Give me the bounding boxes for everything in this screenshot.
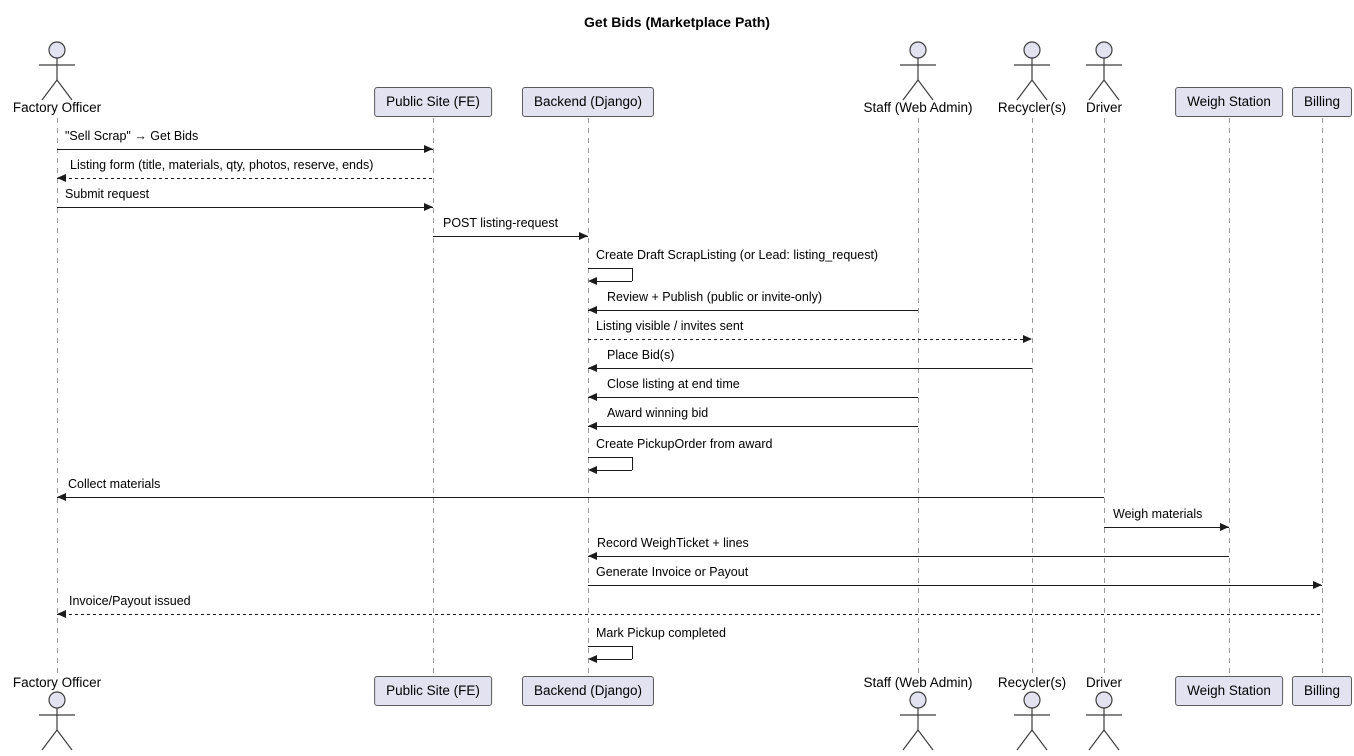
actor-staff-top-icon (892, 40, 944, 102)
message-4-arrow-head-icon (579, 232, 588, 240)
message-15-line (588, 585, 1322, 586)
message-8-label: Place Bid(s) (607, 348, 675, 362)
message-5-label: Create Draft ScrapListing (or Lead: list… (596, 248, 879, 262)
lifeline-weigh-station (1229, 118, 1230, 676)
message-14-arrow-head-icon (588, 552, 597, 560)
message-2-label: Listing form (title, materials, qty, pho… (70, 158, 374, 172)
message-7-label: Listing visible / invites sent (596, 319, 744, 333)
message-5-line (588, 268, 632, 269)
message-3-line (57, 207, 433, 208)
diagram-title: Get Bids (Marketplace Path) (584, 14, 770, 30)
message-6-label: Review + Publish (public or invite-only) (607, 290, 823, 304)
message-7-arrow-head-icon (1023, 335, 1032, 343)
actor-factory-officer-top-label: Factory Officer (12, 100, 102, 115)
message-9-label: Close listing at end time (607, 377, 740, 391)
message-10-label: Award winning bid (607, 406, 709, 420)
message-17-label: Mark Pickup completed (596, 626, 726, 640)
message-4-line (433, 236, 588, 237)
message-5-arrow-head-icon (588, 277, 597, 285)
message-8-line (588, 368, 1032, 369)
message-5-line (597, 281, 632, 282)
message-11-line (597, 470, 632, 471)
message-1-arrow-head-icon (424, 145, 433, 153)
message-11-label: Create PickupOrder from award (596, 437, 773, 451)
participant-billing-bottom: Billing (1291, 676, 1353, 706)
actor-driver-top-icon (1078, 40, 1130, 102)
message-12-arrow-head-icon (57, 493, 66, 501)
message-10-line (588, 426, 918, 427)
actor-driver-bottom-label: Driver (1086, 675, 1122, 690)
message-5-line (632, 268, 633, 281)
message-10-arrow-head-icon (588, 422, 597, 430)
actor-driver-top-label: Driver (1086, 100, 1122, 115)
message-2-line (57, 178, 433, 179)
participant-weigh-station-bottom: Weigh Station (1175, 676, 1283, 706)
participant-public-site-top: Public Site (FE) (374, 87, 492, 117)
actor-factory-officer-top-icon (31, 40, 83, 102)
message-12-label: Collect materials (68, 477, 161, 491)
message-11-line (588, 457, 632, 458)
message-17-arrow-head-icon (588, 655, 597, 663)
participant-backend-bottom: Backend (Django) (521, 676, 655, 706)
actor-factory-officer-bottom-label: Factory Officer (12, 675, 102, 690)
message-16-arrow-head-icon (57, 610, 66, 618)
message-13-label: Weigh materials (1113, 507, 1203, 521)
lifeline-billing (1322, 118, 1323, 676)
message-6-arrow-head-icon (588, 306, 597, 314)
message-17-line (632, 646, 633, 659)
message-1-label: "Sell Scrap" → Get Bids (65, 129, 199, 143)
message-4-label: POST listing-request (443, 216, 559, 230)
actor-recyclers-bottom-icon (1006, 690, 1058, 752)
participant-weigh-station-top: Weigh Station (1175, 87, 1283, 117)
actor-staff-top-label: Staff (Web Admin) (863, 100, 973, 115)
lifeline-driver (1104, 118, 1105, 676)
message-16-line (57, 614, 1322, 615)
lifeline-staff (918, 118, 919, 676)
actor-staff-bottom-label: Staff (Web Admin) (863, 675, 973, 690)
participant-backend-top: Backend (Django) (521, 87, 655, 117)
lifeline-public-site (433, 118, 434, 676)
message-14-line (588, 556, 1229, 557)
lifeline-factory-officer (57, 118, 58, 676)
participant-billing-top: Billing (1291, 87, 1353, 117)
message-16-label: Invoice/Payout issued (69, 594, 191, 608)
message-12-line (57, 497, 1104, 498)
message-7-line (588, 339, 1032, 340)
message-11-line (632, 457, 633, 470)
actor-staff-bottom-icon (892, 690, 944, 752)
message-3-label: Submit request (65, 187, 150, 201)
message-17-line (588, 646, 632, 647)
message-11-arrow-head-icon (588, 466, 597, 474)
message-14-label: Record WeighTicket + lines (597, 536, 749, 550)
message-9-line (588, 397, 918, 398)
message-2-arrow-head-icon (57, 174, 66, 182)
actor-recyclers-top-label: Recycler(s) (997, 100, 1067, 115)
message-9-arrow-head-icon (588, 393, 597, 401)
participant-public-site-bottom: Public Site (FE) (374, 676, 492, 706)
message-1-line (57, 149, 433, 150)
actor-factory-officer-bottom-icon (31, 690, 83, 752)
actor-recyclers-top-icon (1006, 40, 1058, 102)
message-15-arrow-head-icon (1313, 581, 1322, 589)
message-15-label: Generate Invoice or Payout (596, 565, 749, 579)
message-13-line (1104, 527, 1229, 528)
actor-recyclers-bottom-label: Recycler(s) (997, 675, 1067, 690)
message-8-arrow-head-icon (588, 364, 597, 372)
message-6-line (588, 310, 918, 311)
message-13-arrow-head-icon (1220, 523, 1229, 531)
message-17-line (597, 659, 632, 660)
actor-driver-bottom-icon (1078, 690, 1130, 752)
message-3-arrow-head-icon (424, 203, 433, 211)
lifeline-recyclers (1032, 118, 1033, 676)
